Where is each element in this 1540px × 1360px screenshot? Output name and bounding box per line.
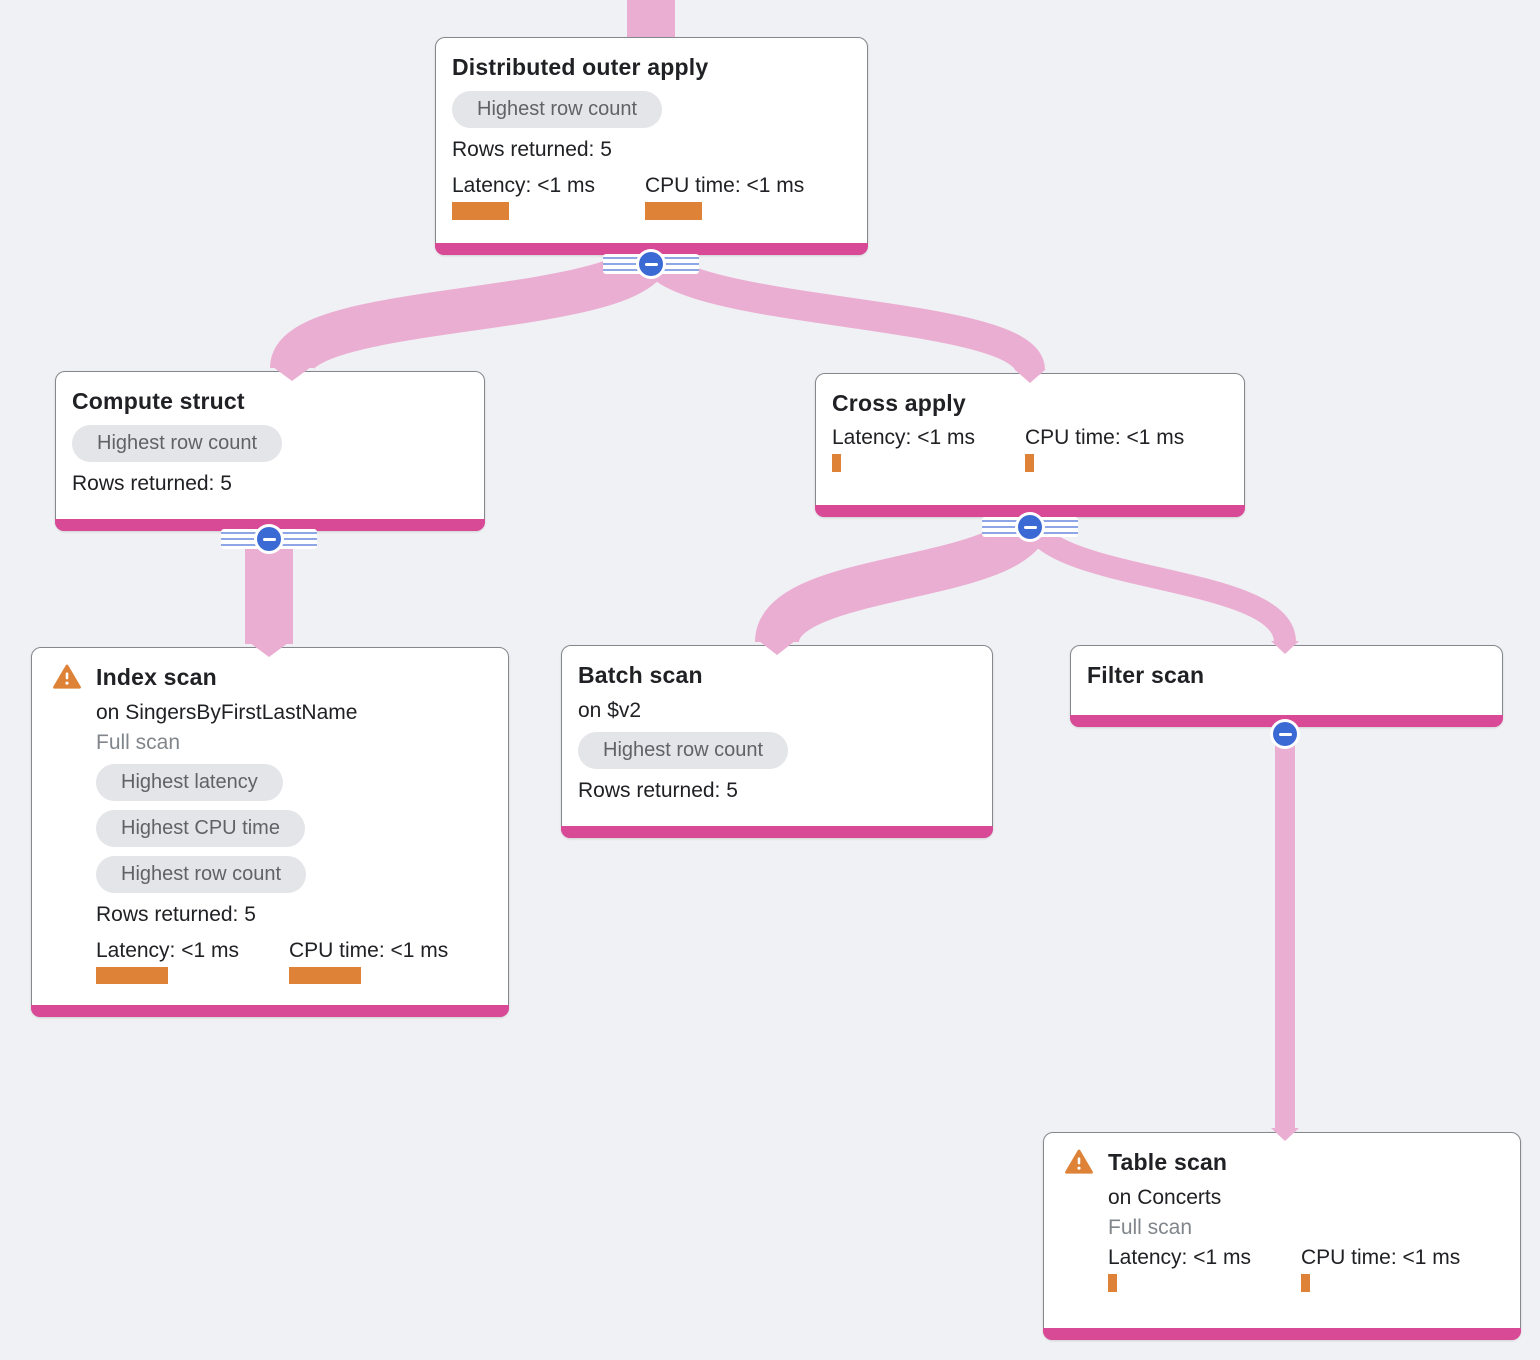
minus-circle-icon	[1270, 719, 1300, 749]
warning-icon	[1065, 1149, 1093, 1174]
node-compute-struct[interactable]: Compute struct Highest row count Rows re…	[55, 371, 485, 531]
latency-label: Latency: <1 ms	[832, 426, 975, 449]
scan-target: on $v2	[578, 699, 642, 722]
latency-bar	[452, 202, 509, 220]
cpu-time-label: CPU time: <1 ms	[1301, 1246, 1461, 1269]
cpu-time-bar	[1025, 454, 1034, 472]
node-title: Index scan	[96, 664, 217, 690]
latency-bar	[1108, 1274, 1117, 1292]
badge-highest-row-count: Highest row count	[72, 425, 283, 462]
node-index-scan[interactable]: Index scan on SingersByFirstLastName Ful…	[31, 647, 509, 1017]
scan-mode: Full scan	[96, 731, 181, 754]
latency-bar	[96, 967, 168, 984]
cpu-time-bar	[1301, 1274, 1310, 1292]
warning-icon	[53, 664, 81, 689]
collapse-button-compute-struct[interactable]	[221, 524, 317, 554]
node-bottom-bar	[815, 505, 1245, 517]
minus-circle-icon	[1015, 512, 1045, 542]
badge-highest-row-count: Highest row count	[452, 91, 663, 128]
cpu-time-label: CPU time: <1 ms	[289, 939, 449, 962]
node-title: Compute struct	[72, 388, 245, 414]
node-distributed-outer-apply[interactable]: Distributed outer apply Highest row coun…	[435, 37, 868, 255]
node-title: Table scan	[1108, 1149, 1228, 1175]
cpu-time-label: CPU time: <1 ms	[1025, 426, 1185, 449]
rows-returned: Rows returned: 5	[452, 138, 612, 161]
rows-returned: Rows returned: 5	[72, 472, 232, 495]
edge-to-batch-scan	[755, 510, 1052, 646]
collapse-button-distributed-outer-apply[interactable]	[603, 249, 699, 279]
collapse-button-cross-apply[interactable]	[982, 512, 1078, 542]
node-bottom-bar	[1043, 1328, 1521, 1340]
node-title: Distributed outer apply	[452, 54, 709, 80]
collapse-button-filter-scan[interactable]	[1237, 719, 1333, 749]
badge-highest-row-count: Highest row count	[96, 856, 307, 893]
badge-highest-cpu-time: Highest CPU time	[96, 810, 305, 847]
latency-bar	[832, 454, 841, 472]
cpu-time-bar	[645, 202, 702, 220]
minus-circle-icon	[636, 249, 666, 279]
scan-target: on SingersByFirstLastName	[96, 701, 358, 724]
scan-target: on Concerts	[1108, 1186, 1222, 1209]
edge-to-compute-struct	[270, 243, 673, 373]
cpu-time-label: CPU time: <1 ms	[645, 174, 805, 197]
node-title: Cross apply	[832, 390, 966, 416]
node-bottom-bar	[31, 1005, 509, 1017]
edge-to-filter-scan	[1019, 512, 1296, 644]
minus-circle-icon	[254, 524, 284, 554]
rows-returned: Rows returned: 5	[578, 779, 738, 802]
node-filter-scan[interactable]: Filter scan	[1070, 645, 1503, 727]
rows-returned: Rows returned: 5	[96, 903, 256, 926]
latency-label: Latency: <1 ms	[96, 939, 239, 962]
latency-label: Latency: <1 ms	[1108, 1246, 1251, 1269]
node-batch-scan[interactable]: Batch scan on $v2 Highest row count Rows…	[561, 645, 993, 838]
cpu-time-bar	[289, 967, 361, 984]
node-title: Batch scan	[578, 662, 703, 688]
node-title: Filter scan	[1087, 662, 1205, 688]
edge-to-cross-apply	[636, 244, 1045, 374]
latency-label: Latency: <1 ms	[452, 174, 595, 197]
badge-highest-row-count: Highest row count	[578, 732, 789, 769]
scan-mode: Full scan	[1108, 1216, 1193, 1239]
node-cross-apply[interactable]: Cross apply Latency: <1 ms CPU time: <1 …	[815, 373, 1245, 517]
badge-highest-latency: Highest latency	[96, 764, 283, 801]
node-table-scan[interactable]: Table scan on Concerts Full scan Latency…	[1043, 1132, 1521, 1340]
node-bottom-bar	[561, 826, 993, 838]
